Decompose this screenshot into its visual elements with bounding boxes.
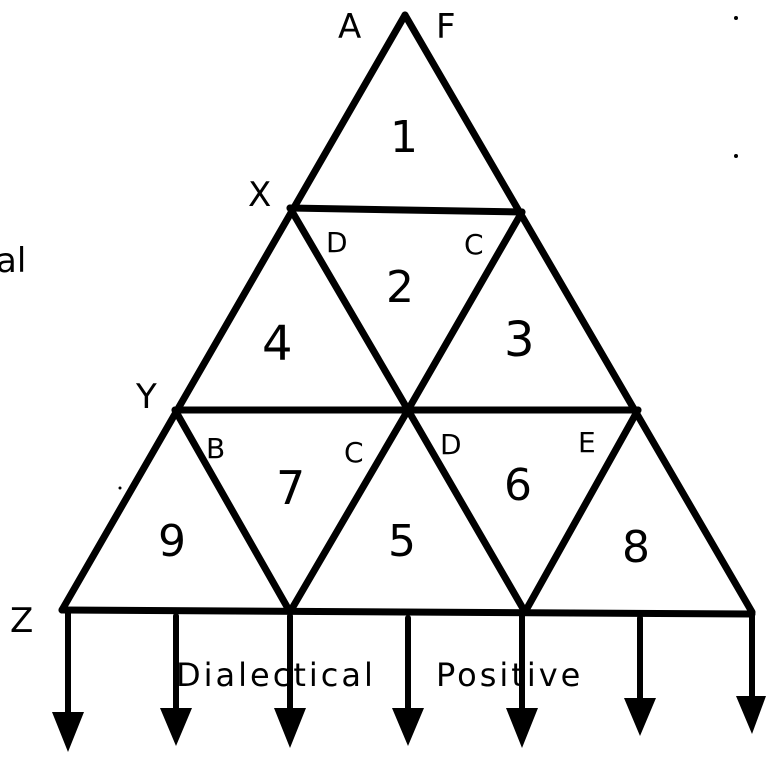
- stray-dot-top-right: [734, 16, 738, 20]
- vertex-label-f: F: [436, 7, 456, 47]
- corner-letter-7-right: C: [344, 436, 364, 469]
- triangle-number-1: 1: [390, 112, 418, 163]
- vertex-label-y: Y: [135, 377, 157, 417]
- stray-dot-right: [734, 154, 738, 158]
- down-arrow-5: [506, 613, 538, 748]
- outer-left-edge: [58, 11, 409, 614]
- triangle-number-7: 7: [276, 461, 305, 515]
- corner-letter-7-left: B: [206, 432, 225, 465]
- base-line: [58, 606, 756, 618]
- down-arrow-3: [274, 613, 306, 748]
- inner-diagonal-center-base-right: [404, 406, 529, 616]
- triangle-number-9: 9: [158, 516, 186, 567]
- triangle-number-2: 2: [386, 262, 414, 313]
- inner-diagonal-y-base: [171, 406, 294, 616]
- vertex-label-a: A: [338, 7, 361, 47]
- triangle-number-5: 5: [388, 516, 416, 567]
- vertex-label-x: X: [248, 175, 271, 215]
- inner-diagonal-x-center: [286, 204, 412, 414]
- bottom-word-dialectical: Dialectical: [176, 656, 376, 694]
- stray-dot-left: [118, 486, 122, 490]
- down-arrow-6: [624, 615, 656, 736]
- bottom-word-positive: Positive: [436, 656, 583, 694]
- corner-letter-2-right: C: [464, 228, 484, 261]
- inner-diagonal-e-base: [521, 406, 642, 616]
- down-arrow-2: [160, 613, 192, 746]
- inner-diagonal-center-base-left: [286, 406, 412, 616]
- margin-text-fragment: al: [0, 241, 26, 281]
- triangle-number-3: 3: [504, 312, 535, 368]
- triangle-number-8: 8: [622, 522, 650, 573]
- down-arrow-1: [52, 609, 84, 752]
- down-arrow-4: [392, 615, 424, 746]
- down-arrow-7: [736, 613, 766, 734]
- triangle-number-4: 4: [262, 316, 293, 372]
- inner-diagonal-c-center: [404, 208, 526, 414]
- outer-right-edge: [401, 11, 756, 616]
- corner-letter-6-right: E: [578, 426, 596, 459]
- corner-letter-6-left: D: [440, 428, 462, 461]
- vertex-label-z: Z: [10, 601, 33, 641]
- row-line-top: [286, 204, 526, 216]
- triangle-number-6: 6: [504, 460, 532, 511]
- corner-letter-2-left: D: [326, 226, 348, 259]
